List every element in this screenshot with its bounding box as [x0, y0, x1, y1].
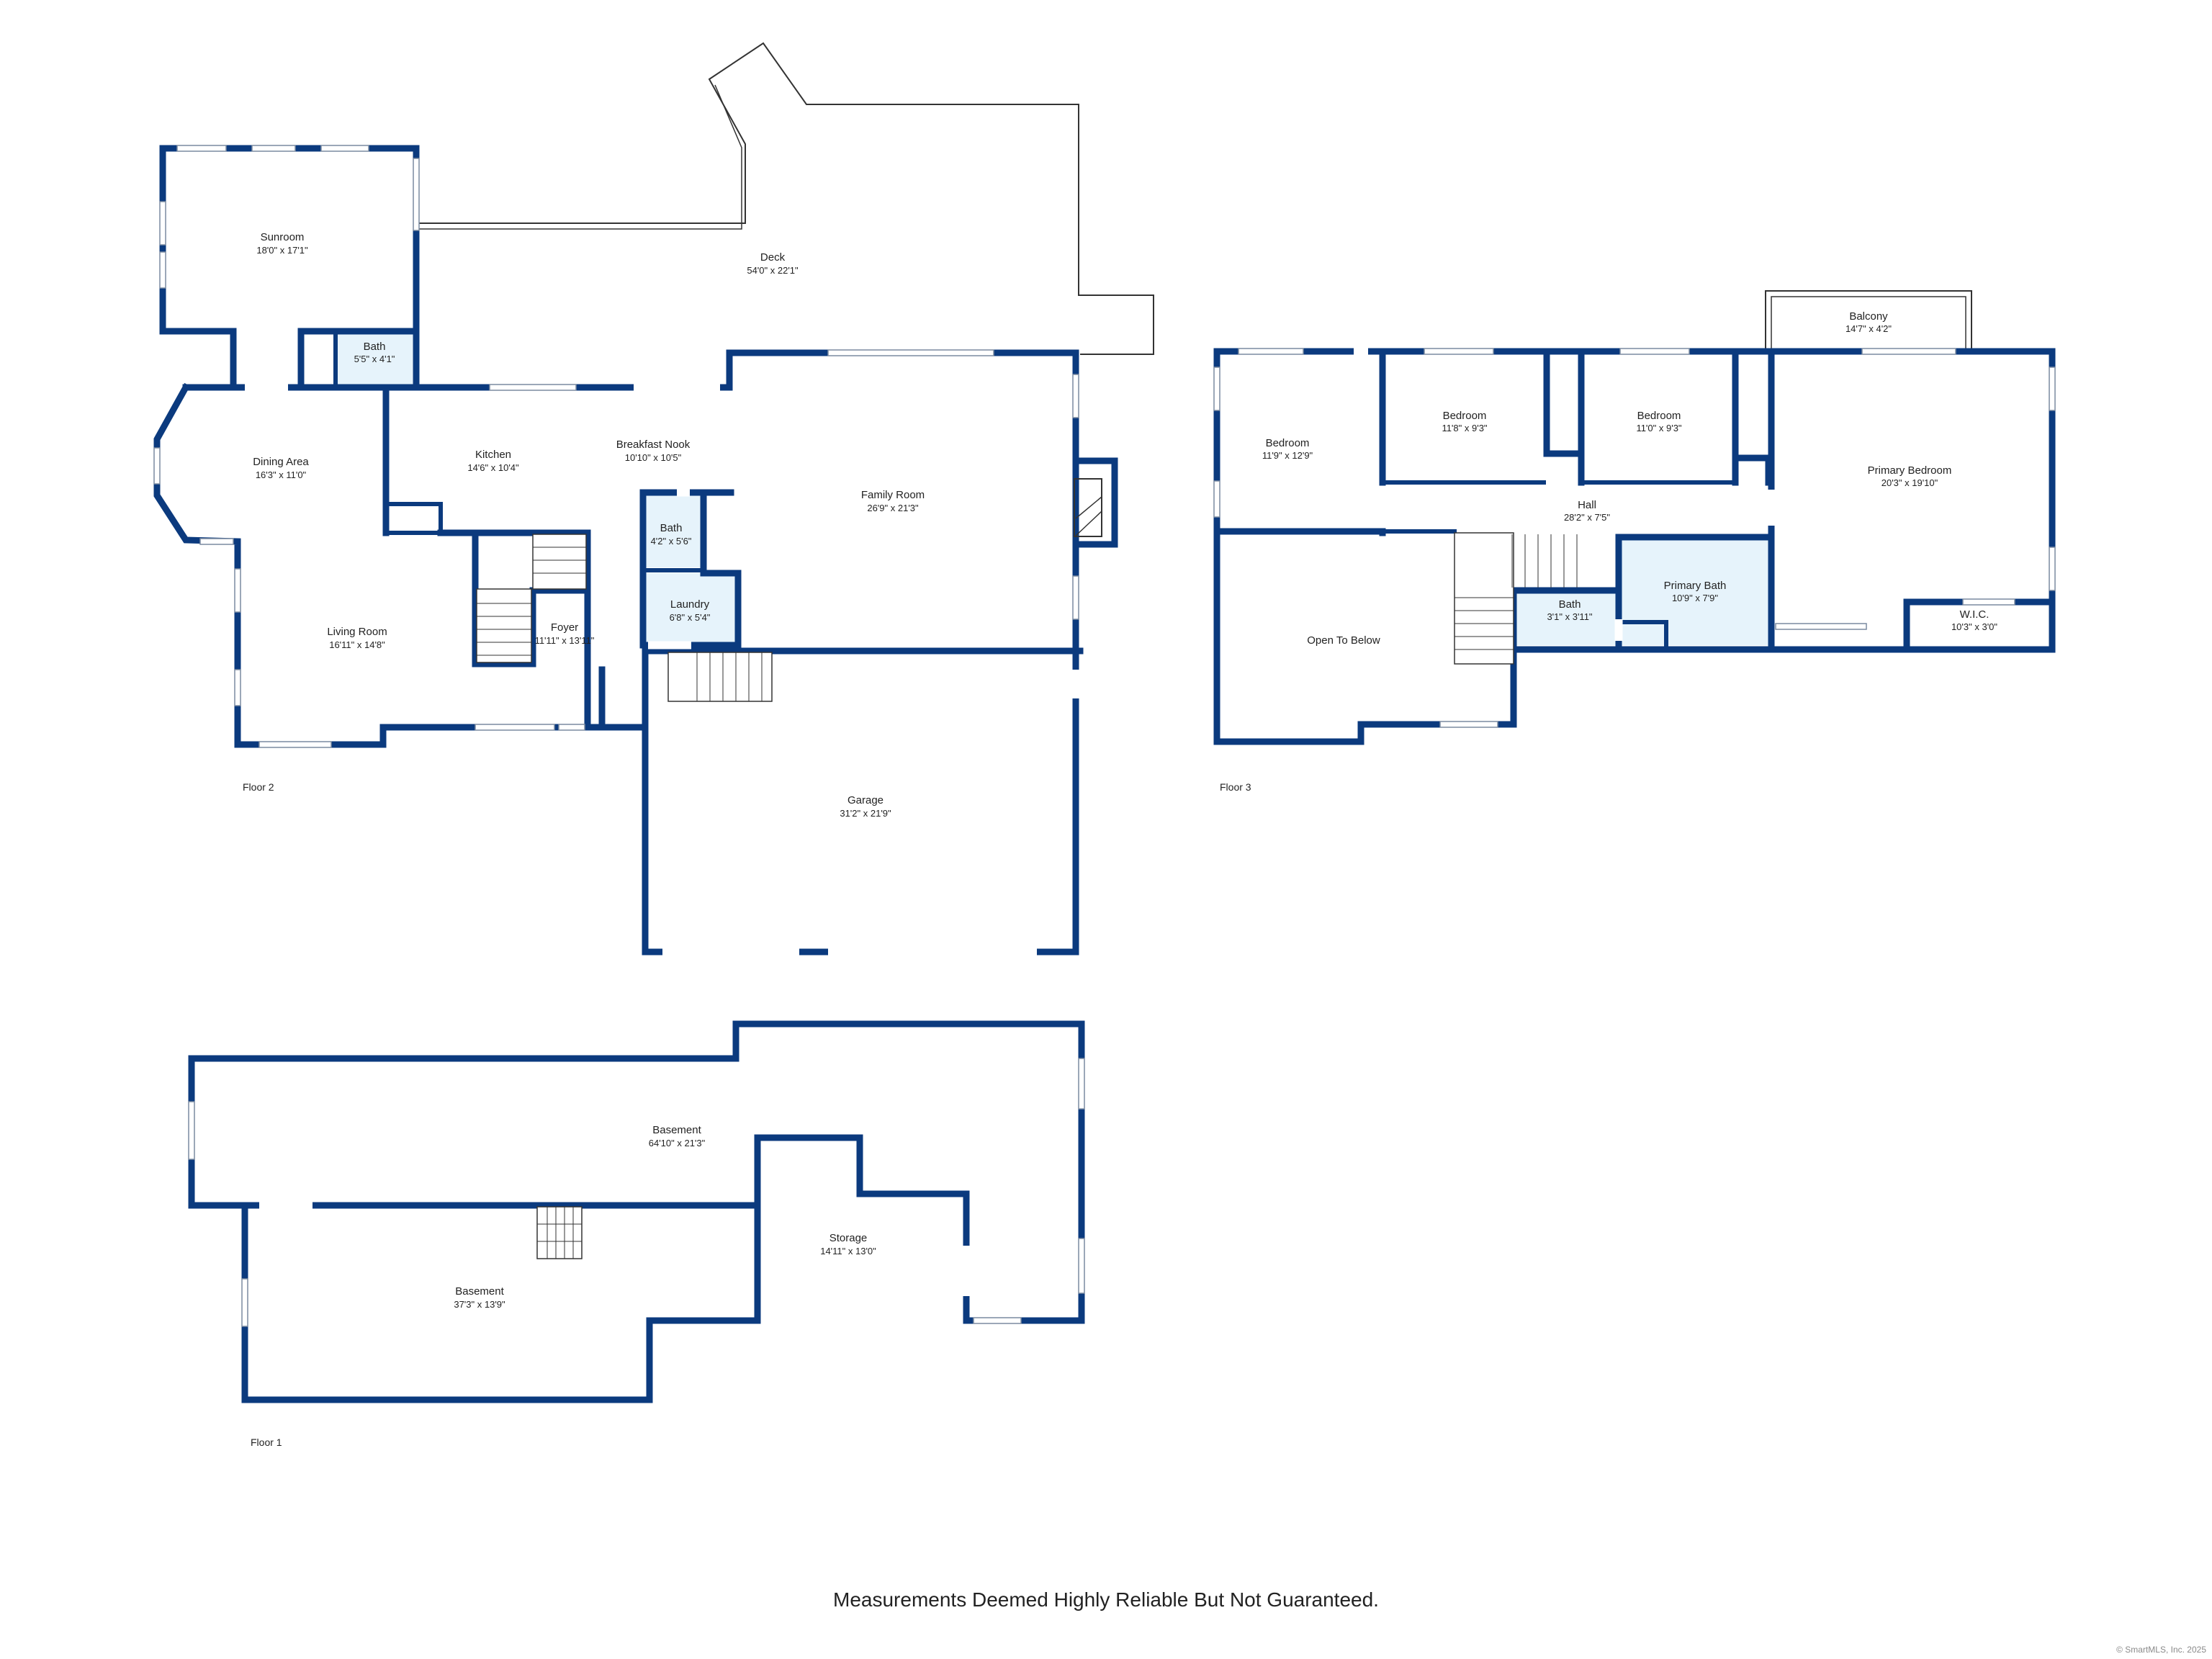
closet-small-walls: [1543, 450, 1585, 486]
bath-upper-walls: [297, 328, 420, 390]
kitchen-name: Kitchen: [475, 449, 511, 461]
basement-upper-dim: 64'10" x 21'3": [649, 1138, 706, 1148]
storage-dim: 14'11" x 13'0": [820, 1246, 876, 1256]
measurement-disclaimer: Measurements Deemed Highly Reliable But …: [833, 1588, 1379, 1611]
deck-outline-inner: [418, 84, 742, 230]
garage-stair-treads: [696, 652, 763, 701]
basement-stairs: [536, 1206, 583, 1259]
bedroom1-dim: 11'9" x 12'9": [1262, 450, 1313, 461]
basement-stair-treads: [537, 1207, 582, 1259]
bath-3-fill: [1514, 590, 1617, 645]
nook-name: Breakfast Nook: [616, 439, 691, 451]
floor-1-door-openings: [259, 1201, 971, 1296]
balcony-dim: 14'7" x 4'2": [1845, 323, 1892, 334]
fireplace-hearth: [1074, 478, 1102, 537]
main-stair-treads: [477, 603, 531, 656]
sunroom-dim: 18'0" x 17'1": [256, 245, 308, 256]
main-outer-walls: [182, 349, 1084, 655]
fireplace-walls: [1072, 457, 1118, 548]
hall-dim: 28'2" x 7'5": [1564, 512, 1610, 523]
garage-stairs: [667, 652, 773, 702]
floor-1-windows: [188, 1058, 1085, 1327]
nook-dim: 10'10" x 10'5": [625, 452, 682, 463]
bedroom1-walls: [1213, 528, 1386, 536]
basement-upper-name: Basement: [652, 1124, 701, 1136]
bath-upper-fill: [337, 331, 413, 386]
foyer-name: Foyer: [551, 621, 578, 634]
primary-bath-walls: [1615, 534, 1772, 653]
wic-name: W.I.C.: [1960, 608, 1990, 621]
family-name: Family Room: [861, 489, 925, 501]
storage-name: Storage: [830, 1232, 868, 1244]
balcony-outline: [1765, 290, 1972, 351]
primary-bath-fill: [1620, 537, 1768, 645]
open-below-name: Open To Below: [1307, 634, 1380, 647]
living-dim: 16'11" x 14'8": [329, 639, 385, 650]
bedroom3-name: Bedroom: [1637, 410, 1681, 422]
bedroom3-dim: 11'0" x 9'3": [1636, 423, 1681, 433]
kitchen-counter: [384, 502, 443, 535]
bath-3-name: Bath: [1559, 598, 1581, 611]
primary-bedroom-dim: 20'3" x 19'10": [1881, 477, 1938, 488]
bath-upper-dim: 5'5" x 4'1": [354, 354, 395, 364]
deck-name: Deck: [760, 251, 786, 264]
floor-3-plan: Balcony 14'7" x 4'2" Bedroom 11'9" x 12'…: [1213, 290, 2056, 793]
balcony-name: Balcony: [1849, 310, 1888, 323]
garage-name: Garage: [848, 794, 884, 806]
kitchen-dim: 14'6" x 10'4": [467, 462, 519, 473]
dining-name: Dining Area: [253, 456, 309, 468]
deck-dim: 54'0" x 22'1": [747, 265, 799, 276]
dining-dim: 16'3" x 11'0": [256, 469, 307, 480]
fireplace-hatch-1: [1075, 496, 1102, 519]
basement-lower-name: Basement: [455, 1285, 504, 1298]
floor-3-windows: [1213, 348, 2056, 728]
garage-walls: [642, 647, 1079, 956]
floor-3-outer-walls: [1213, 348, 2056, 745]
bath-upper-name: Bath: [364, 341, 386, 353]
bath-small-dim: 4'2" x 5'6": [651, 536, 692, 547]
garage-dim: 31'2" x 21'9": [840, 808, 891, 819]
floor-3-door-openings: [1354, 347, 1776, 641]
bath-small-fill: [643, 493, 702, 567]
main-stair-treads-upper: [533, 547, 586, 574]
bath-small-walls: [639, 489, 742, 649]
foyer-dim: 11'11" x 13'11": [535, 635, 595, 646]
bedroom1-name: Bedroom: [1266, 437, 1310, 449]
family-dim: 26'9" x 21'3": [867, 503, 919, 513]
sunroom-name: Sunroom: [261, 231, 305, 243]
closet-right-walls: [1732, 454, 1772, 486]
deck-outline: [414, 42, 1154, 355]
main-stairs-upper: [532, 534, 587, 590]
laundry-name: Laundry: [670, 598, 710, 611]
primary-bath-dim: 10'9" x 7'9": [1672, 593, 1718, 603]
primary-bath-name: Primary Bath: [1664, 580, 1727, 592]
bath-3-dim: 3'1" x 3'11": [1547, 611, 1592, 622]
wic-dim: 10'3" x 3'0": [1951, 621, 1997, 632]
main-stairs-lower: [476, 588, 532, 663]
floor-3-label: Floor 3: [1220, 781, 1251, 793]
floor-1-outer-walls: [188, 1020, 1085, 1403]
balcony-outline-inner: [1771, 296, 1966, 351]
floor-1-label: Floor 1: [251, 1437, 282, 1448]
floor-2-label: Floor 2: [243, 781, 274, 793]
floor-2-plan: Sunroom 18'0" x 17'1" Deck 54'0" x 22'1"…: [153, 42, 1154, 956]
copyright-notice: © SmartMLS, Inc. 2025: [2116, 1645, 2206, 1655]
basement-lower-dim: 37'3" x 13'9": [454, 1299, 505, 1310]
bedroom2-dim: 11'8" x 9'3": [1442, 423, 1487, 433]
laundry-dim: 6'8" x 5'4": [670, 612, 711, 623]
floor-2-door-openings: [245, 383, 1080, 956]
fireplace-hatch-2: [1075, 511, 1102, 536]
laundry-fill: [643, 573, 735, 647]
bath-small-name: Bath: [660, 522, 683, 534]
hall-name: Hall: [1578, 499, 1596, 511]
primary-bath-inner: [1619, 620, 1668, 650]
bedroom2-name: Bedroom: [1443, 410, 1487, 422]
floor-1-plan: Basement 64'10" x 21'3" Basement 37'3" x…: [188, 1020, 1085, 1448]
floor-3-stair-treads: [1455, 534, 1578, 650]
floor-3-stairs: [1454, 532, 1514, 665]
primary-bedroom-name: Primary Bedroom: [1868, 464, 1952, 477]
living-name: Living Room: [327, 626, 387, 638]
floor-2-windows: [153, 145, 1079, 748]
